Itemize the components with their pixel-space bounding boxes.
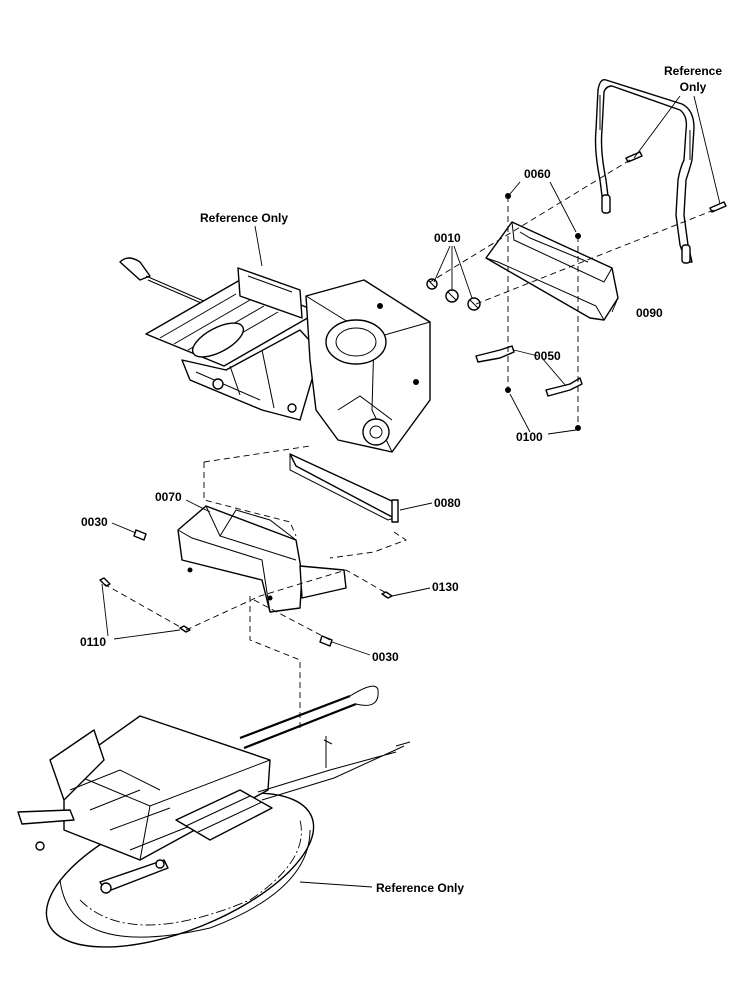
label-0030-upper: 0030: [81, 515, 108, 529]
label-0080: 0080: [434, 496, 461, 510]
label-reference-only-deck: Reference Only: [376, 881, 464, 895]
part-0070-bracket: [177, 505, 347, 613]
handle-assembly: [594, 79, 727, 264]
label-reference-only-handle-line1: Reference: [664, 64, 722, 78]
label-reference-only-handle-line2: Only: [680, 80, 707, 94]
label-0090: 0090: [636, 306, 663, 320]
part-0080-strip: [289, 453, 399, 523]
label-0070: 0070: [155, 490, 182, 504]
part-0090-bracket: [485, 221, 619, 321]
part-0050-clips: [475, 345, 583, 397]
label-0050: 0050: [534, 349, 561, 363]
label-0100: 0100: [516, 430, 543, 444]
deck-assembly: [17, 685, 411, 948]
label-0130: 0130: [432, 580, 459, 594]
label-0030-lower: 0030: [372, 650, 399, 664]
label-0110: 0110: [80, 635, 106, 649]
label-0010: 0010: [434, 231, 461, 245]
label-reference-only-engine: Reference Only: [200, 211, 288, 225]
engine-frame-assembly: [119, 257, 431, 453]
part-0100-nuts: [505, 387, 581, 431]
leader-lines: [101, 95, 721, 888]
alignment-lines: [103, 159, 715, 728]
part-0010-fasteners: [426, 278, 481, 311]
part-labels: Reference Only 0060 Reference Only 0010 …: [80, 64, 722, 895]
small-fasteners: [99, 529, 393, 647]
label-0060: 0060: [524, 167, 551, 181]
